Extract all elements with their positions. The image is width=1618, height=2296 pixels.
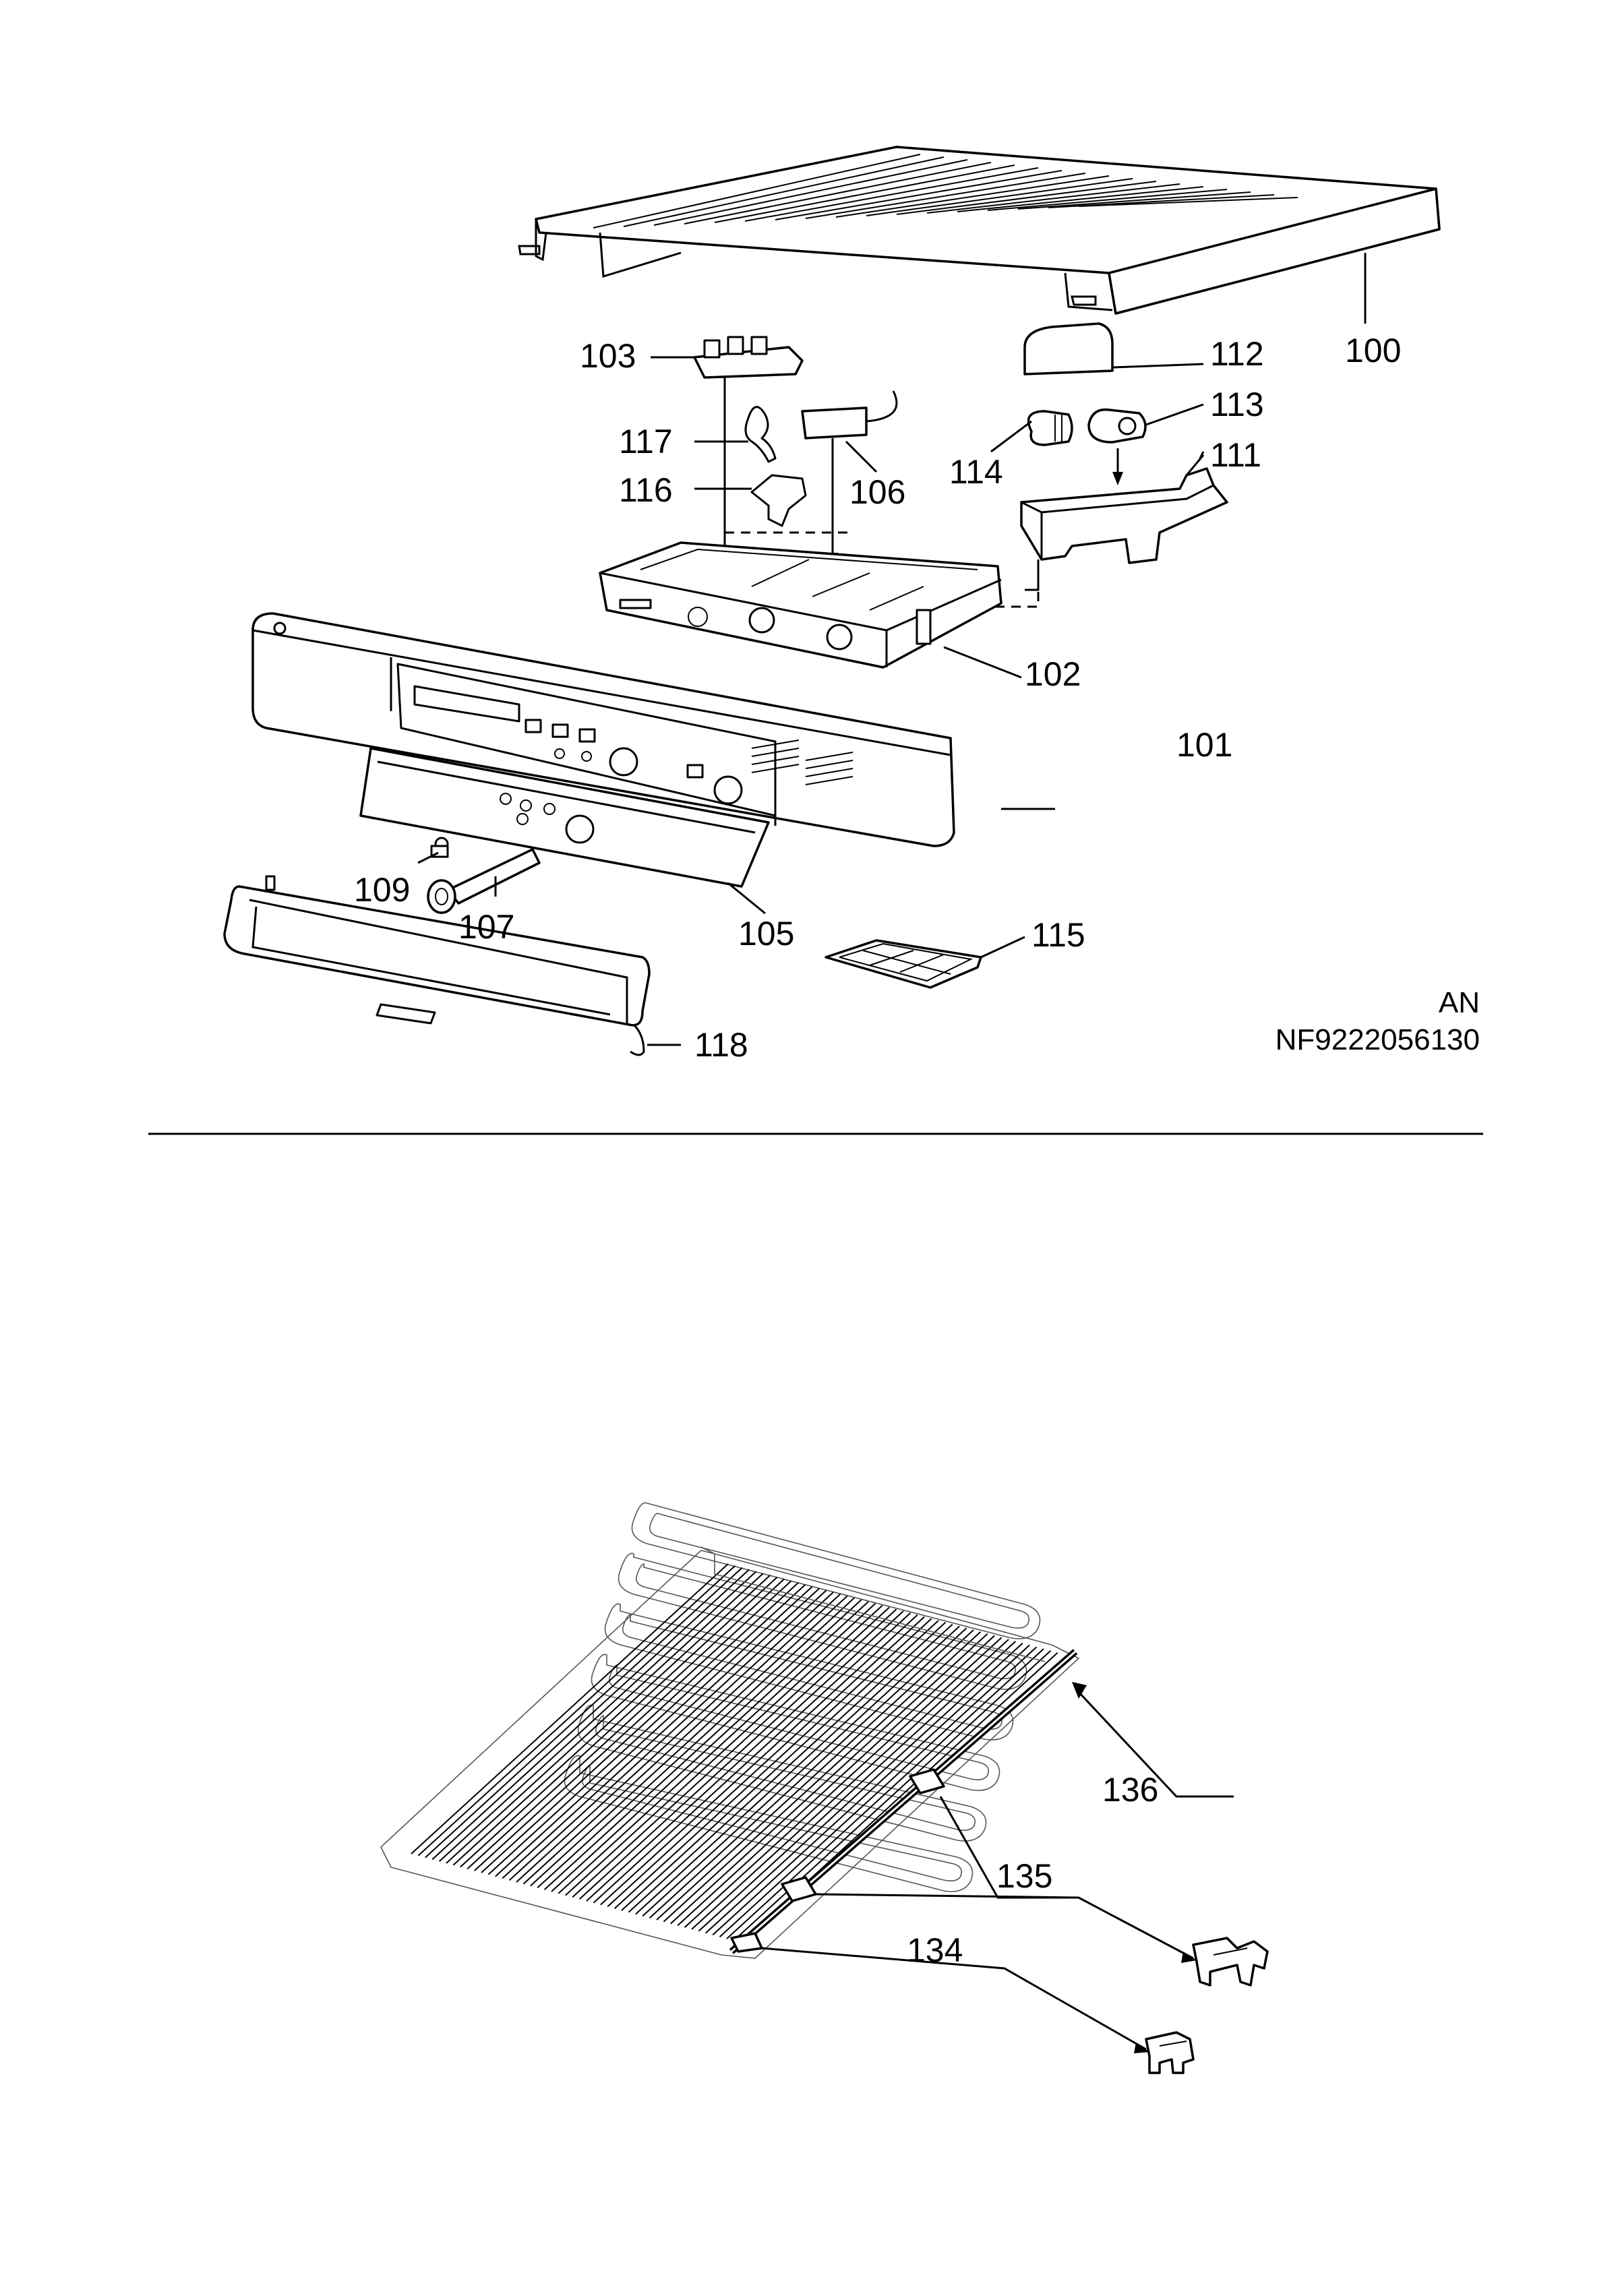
label-part-112: 112	[1210, 335, 1264, 373]
reference-line-1: AN	[1438, 986, 1480, 1019]
part-114-bulb-drawing	[1027, 410, 1073, 446]
label-part-134: 134	[907, 1931, 963, 1969]
part-101-fascia-drawing	[251, 612, 955, 847]
label-part-109: 109	[354, 871, 411, 909]
label-part-105: 105	[738, 915, 795, 953]
reference-line-2: NF9222056130	[1275, 1023, 1480, 1056]
label-part-103: 103	[580, 337, 636, 375]
label-part-107: 107	[458, 908, 515, 946]
label-part-115: 115	[1031, 916, 1085, 954]
label-part-136: 136	[1102, 1771, 1159, 1809]
label-part-101: 101	[1176, 726, 1233, 764]
part-116-bracket-drawing	[750, 474, 807, 527]
label-part-100: 100	[1345, 332, 1402, 369]
part-115-grid-drawing	[825, 939, 982, 989]
part-107-knob-drawing	[427, 848, 541, 914]
part-111-lamp-housing-drawing	[1020, 467, 1228, 591]
label-part-102: 102	[1025, 655, 1081, 693]
leader-134	[761, 1947, 1147, 2051]
label-part-117: 117	[619, 423, 673, 460]
label-part-113: 113	[1210, 386, 1264, 423]
leader-102	[943, 646, 1022, 679]
leader-109	[417, 851, 439, 864]
part-134-clip-drawing	[730, 1932, 1195, 2074]
part-113-lampholder-drawing	[1087, 408, 1147, 485]
leader-106	[845, 440, 878, 473]
leader-115	[980, 936, 1025, 959]
label-part-135: 135	[996, 1857, 1053, 1895]
part-117-clip-drawing	[744, 406, 777, 463]
reference-block: AN NF9222056130	[1276, 984, 1480, 1058]
part-105-strip-drawing	[359, 747, 770, 888]
label-part-116: 116	[619, 471, 673, 509]
leader-114	[990, 420, 1032, 453]
leader-135b	[815, 1893, 1079, 1899]
part-100-shelf-drawing	[518, 146, 1441, 315]
leader-112	[1112, 363, 1204, 369]
label-part-114: 114	[949, 453, 1003, 491]
leader-111b	[1185, 454, 1205, 476]
leader-136	[1077, 1691, 1234, 1798]
leader-105	[727, 882, 766, 915]
leader-113	[1145, 403, 1204, 426]
part-135-clips-drawing	[781, 1768, 1269, 1987]
label-part-106: 106	[849, 473, 906, 511]
part-118-flap-drawing	[223, 875, 651, 1056]
part-102-housing-drawing	[599, 541, 1002, 669]
coil-grid-drawing	[380, 1502, 1080, 1959]
part-112-lamp-cover-drawing	[1023, 322, 1114, 375]
label-part-111: 111	[1210, 436, 1262, 474]
part-136-heater-tube-drawing	[729, 1649, 1078, 1954]
leader-135	[939, 1796, 1194, 1960]
label-part-118: 118	[694, 1026, 748, 1064]
